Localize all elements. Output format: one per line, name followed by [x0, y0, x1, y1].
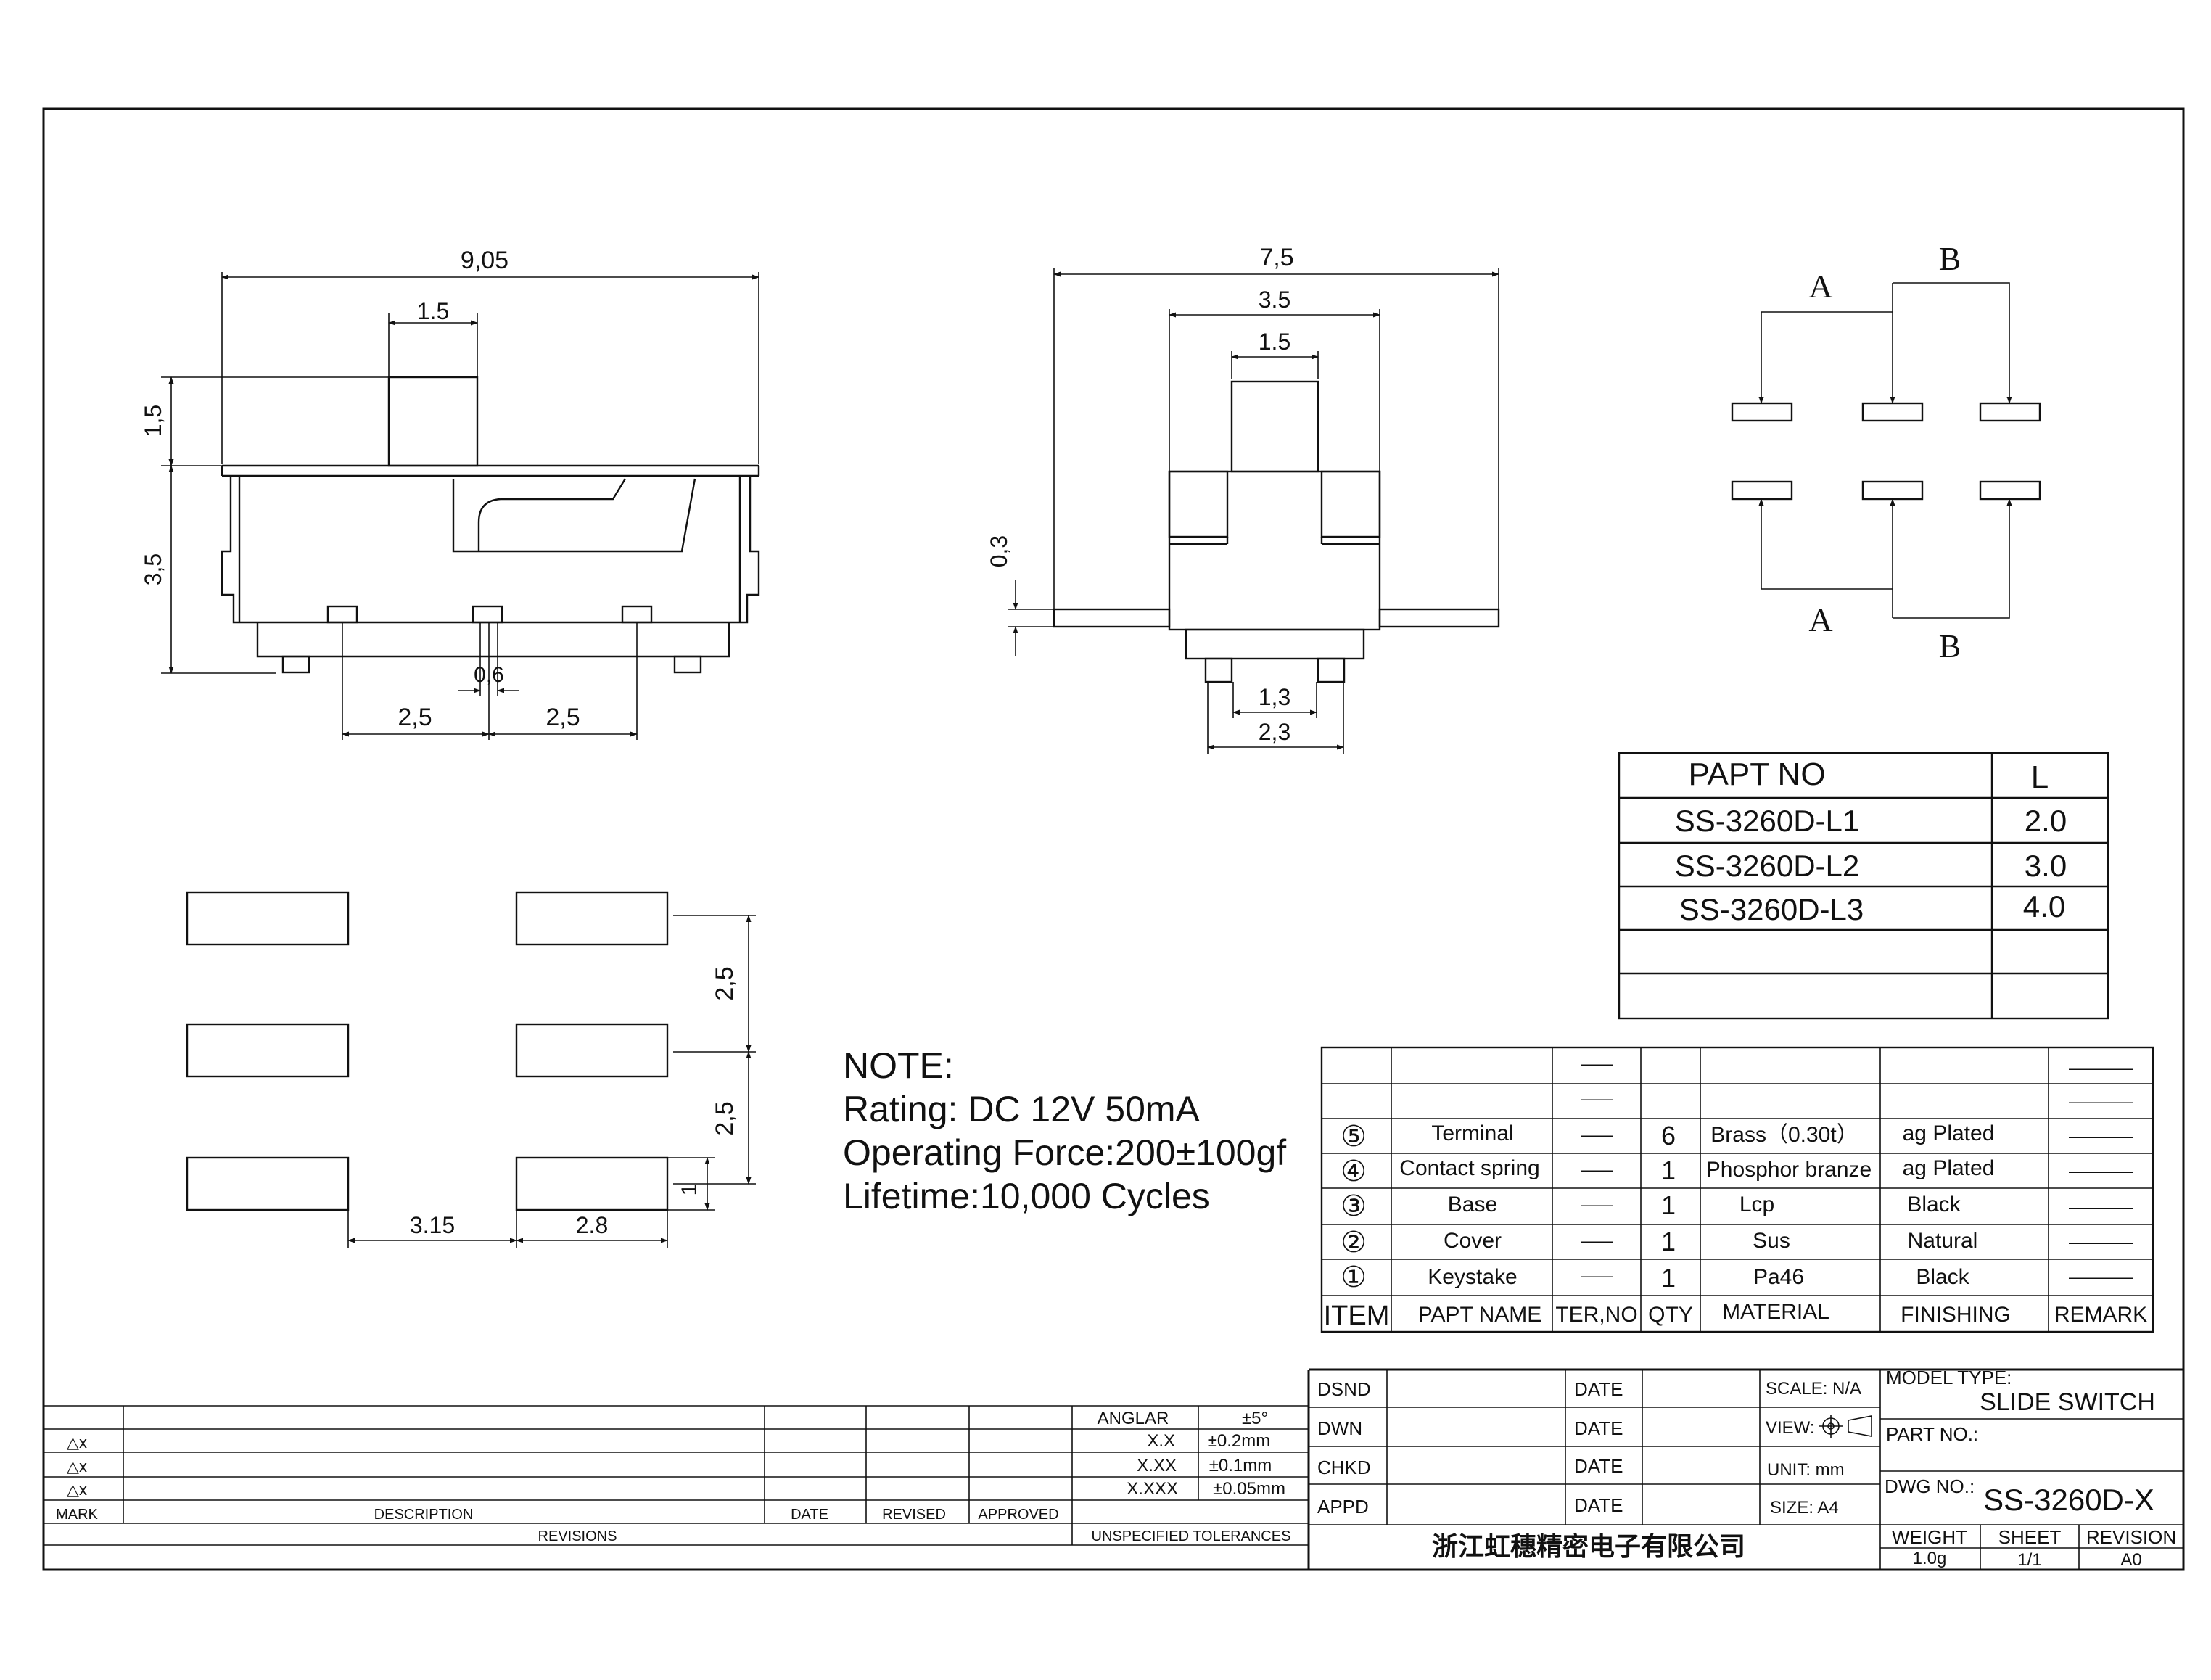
part-number-table: PAPT NO L SS-3260D-L1 2.0 SS-3260D-L2 3.… [1618, 752, 2109, 1020]
label-a-top: A [1808, 268, 1832, 305]
note-rating: Rating: DC 12V 50mA [843, 1089, 1201, 1129]
revised-label: REVISED [882, 1507, 946, 1523]
dim-pad-height: 1 [678, 1184, 701, 1196]
tolerances-label: UNSPECIFIED TOLERANCES [1092, 1528, 1291, 1544]
tolerance-value: ±0.05mm [1213, 1479, 1285, 1499]
tolerance-value: ±5° [1242, 1409, 1268, 1428]
tolerance-name: X.XXX [1127, 1479, 1178, 1499]
dim-front-pin-inner: 1,3 [1259, 684, 1290, 710]
note-force: Operating Force:200±100gf [843, 1132, 1286, 1173]
dim-side-total: 9,05 [461, 247, 509, 274]
title-block [1309, 1368, 2183, 1570]
tolerance-name: X.XX [1137, 1456, 1177, 1475]
label-a-bottom: A [1808, 601, 1832, 638]
part-table-row-l: 3.0 [2025, 849, 2067, 883]
circuit-diagram: A B A B [1731, 240, 2041, 664]
dim-front-thickness: 0,3 [986, 535, 1012, 567]
dim-side-pitch-right: 2,5 [545, 704, 580, 731]
dim-pad-pitch-2: 2,5 [711, 1101, 738, 1135]
dim-front-knob: 1.5 [1259, 329, 1290, 355]
front-view: 7,5 3.5 1.5 0,3 1,3 2,3 [986, 244, 1500, 754]
tolerance-name: ANGLAR [1098, 1409, 1169, 1428]
pcb-footprint: 2,5 2,5 1 3.15 2.8 [186, 891, 756, 1248]
part-table-row-part: SS-3260D-L2 [1675, 849, 1859, 883]
part-table-row-part: SS-3260D-L1 [1675, 804, 1859, 838]
note-block: NOTE: Rating: DC 12V 50mA Operating Forc… [843, 1045, 1286, 1216]
mark-label: MARK [56, 1507, 98, 1523]
part-table-header-l: L [2031, 759, 2049, 795]
dim-front-body: 3.5 [1259, 287, 1290, 313]
dim-pad-gap: 3.15 [410, 1212, 455, 1238]
tolerance-value: ±0.1mm [1209, 1456, 1272, 1475]
dim-side-pin-width: 0,6 [474, 663, 504, 687]
side-view: 9,05 1.5 1,5 3,5 [140, 247, 760, 740]
approved-label: APPROVED [978, 1507, 1058, 1523]
description-label: DESCRIPTION [374, 1507, 474, 1523]
dim-pad-width: 2.8 [576, 1212, 608, 1238]
label-b-bottom: B [1939, 627, 1961, 664]
tolerance-value: ±0.2mm [1208, 1431, 1271, 1451]
note-lifetime: Lifetime:10,000 Cycles [843, 1176, 1210, 1216]
projection-symbol-icon [1819, 1415, 1872, 1438]
part-table-row-l: 4.0 [2023, 889, 2065, 923]
dim-side-body-height: 3,5 [140, 553, 166, 585]
dim-pad-pitch-1: 2,5 [711, 966, 738, 1000]
dim-side-knob: 1.5 [417, 298, 449, 324]
tolerance-name: X.X [1147, 1431, 1175, 1451]
part-table-row-l: 2.0 [2025, 804, 2067, 838]
bom-table [1320, 1046, 2154, 1333]
revisions-block: △x △x △x MARK DESCRIPTION DATE REVISED A… [44, 1370, 1310, 1570]
sheet-border [42, 107, 2185, 1571]
date-label: DATE [791, 1507, 828, 1523]
revision-mark: △x [67, 1457, 87, 1475]
part-table-header-part: PAPT NO [1688, 757, 1825, 792]
revision-mark: △x [67, 1433, 87, 1452]
revisions-label: REVISIONS [538, 1528, 617, 1544]
label-b-top: B [1939, 240, 1961, 277]
dim-side-knob-height: 1,5 [140, 405, 166, 437]
revision-mark: △x [67, 1481, 87, 1499]
part-table-row-part: SS-3260D-L3 [1679, 892, 1864, 926]
dim-front-pin-outer: 2,3 [1259, 719, 1290, 745]
note-title: NOTE: [843, 1045, 954, 1086]
dim-front-total: 7,5 [1259, 244, 1293, 271]
dim-side-pitch-left: 2,5 [398, 704, 432, 731]
